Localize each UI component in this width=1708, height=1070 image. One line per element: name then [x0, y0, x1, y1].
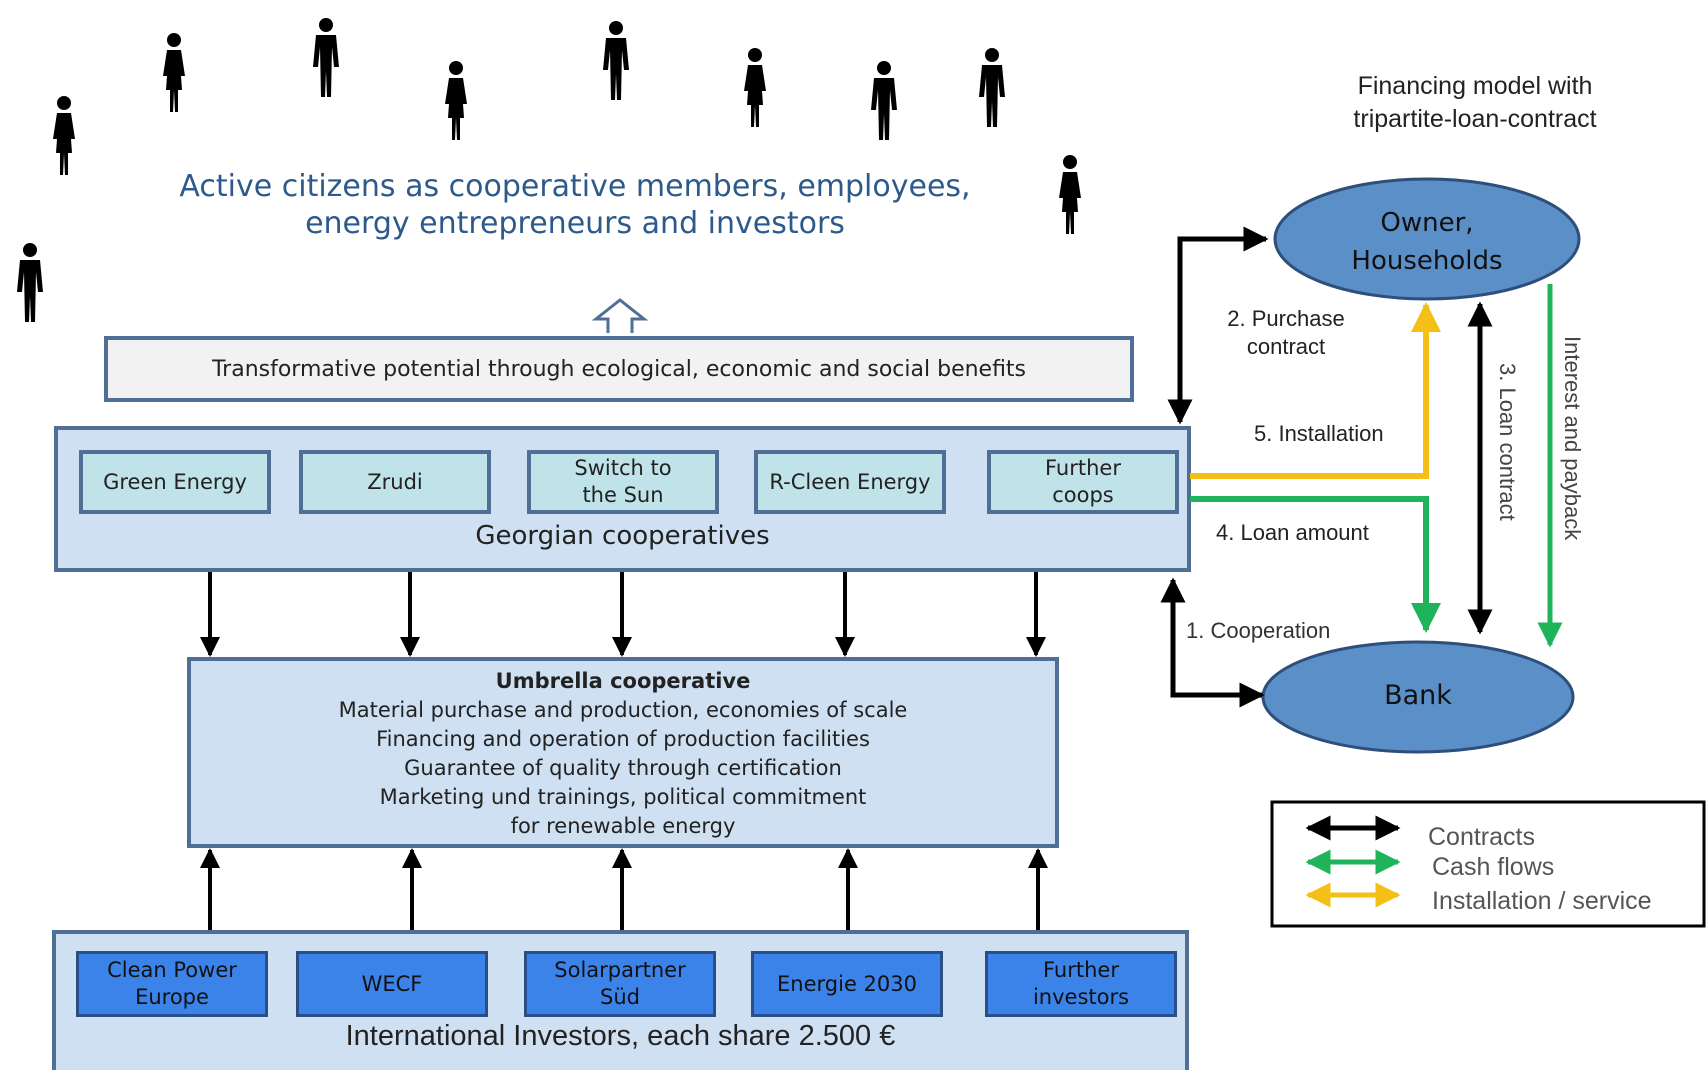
headline: Active citizens as cooperative members, … — [150, 168, 1000, 242]
coop-box-green-energy: Green Energy — [79, 450, 271, 514]
person-icon — [445, 61, 467, 140]
owner-label: Owner, Households — [1275, 204, 1579, 280]
coop-box-further-coops: Further coops — [987, 450, 1179, 514]
person-icon — [313, 18, 339, 97]
investor-name: Energie 2030 — [777, 971, 917, 996]
umbrella-line: Financing and operation of production fa… — [376, 727, 870, 751]
transformative-box: Transformative potential through ecologi… — [104, 336, 1134, 402]
investor-box-wecf: WECF — [296, 951, 488, 1017]
purchase-line1: 2. Purchase — [1227, 306, 1345, 331]
legend-contracts-label: Contracts — [1428, 823, 1535, 851]
umbrella-line: Guarantee of quality through certificati… — [404, 756, 842, 780]
installation-label: 5. Installation — [1254, 421, 1384, 446]
umbrella-line: Marketing und trainings, political commi… — [379, 785, 867, 809]
financing-title: Financing model with tripartite-loan-con… — [1310, 70, 1640, 136]
legend-install-label: Installation / service — [1432, 887, 1652, 915]
coop-box-switch-to-the-sun: Switch to the Sun — [527, 450, 719, 514]
owner-line2: Households — [1351, 246, 1503, 276]
person-icon — [1059, 155, 1081, 234]
cooperation-arrow — [1160, 577, 1265, 708]
coop-box-r-cleen-energy: R-Cleen Energy — [754, 450, 946, 514]
loan-contract-label: 3. Loan contract — [1495, 363, 1520, 521]
umbrella-line: Material purchase and production, econom… — [338, 698, 908, 722]
umbrella-title: Umbrella cooperative — [495, 669, 751, 693]
owner-ellipse — [1273, 177, 1581, 301]
loan-amount-arrow — [1190, 496, 1441, 633]
investor-box-energie-2030: Energie 2030 — [751, 951, 943, 1017]
owner-line1: Owner, — [1380, 208, 1474, 238]
investor-name-line2: investors — [1032, 985, 1130, 1009]
investor-name: Further — [1043, 958, 1119, 982]
coop-name-line2: coops — [1052, 483, 1114, 507]
coop-name: Switch to — [574, 456, 672, 480]
purchase-line2: contract — [1246, 334, 1326, 359]
cooperation-label: 1. Cooperation — [1186, 618, 1331, 643]
purchase-contract-arrow — [1167, 226, 1269, 425]
person-icon — [979, 48, 1005, 127]
person-icon — [163, 33, 185, 112]
investor-name: Clean Power — [107, 958, 237, 982]
georgian-label: Georgian cooperatives — [475, 521, 770, 551]
investor-name: WECF — [361, 971, 423, 996]
umbrella-text: Umbrella cooperative Material purchase a… — [189, 667, 1057, 841]
investor-name-line2: Süd — [600, 985, 640, 1009]
up-arrow-icon — [591, 298, 649, 333]
investor-name: Solarpartner — [554, 958, 686, 982]
purchase-contract-label: 2. Purchase contract — [1216, 305, 1356, 361]
headline-line2: energy entrepreneurs and investors — [305, 206, 845, 241]
umbrella-line: for renewable energy — [510, 814, 736, 838]
coop-name: Green Energy — [103, 469, 247, 494]
legend-cash-label: Cash flows — [1432, 853, 1555, 881]
investor-box-further-investors: Further investors — [985, 951, 1177, 1017]
headline-line1: Active citizens as cooperative members, … — [179, 169, 971, 204]
interest-payback-label: Interest and payback — [1560, 336, 1585, 541]
person-icon — [744, 48, 766, 127]
person-icon — [17, 243, 43, 322]
investor-name-line2: Europe — [135, 985, 209, 1009]
coop-name: Zrudi — [367, 469, 423, 494]
bank-label: Bank — [1384, 680, 1452, 711]
financing-title-line1: Financing model with — [1357, 72, 1593, 100]
coop-name-line2: the Sun — [582, 483, 664, 507]
loan-amount-label: 4. Loan amount — [1216, 520, 1369, 545]
financing-title-line2: tripartite-loan-contract — [1353, 105, 1597, 133]
transformative-text: Transformative potential through ecologi… — [211, 356, 1027, 382]
coop-name: R-Cleen Energy — [769, 469, 931, 494]
coop-name: Further — [1045, 456, 1121, 480]
installation-arrow — [1190, 302, 1441, 479]
investors-label: International Investors, each share 2.50… — [345, 1020, 896, 1052]
umbrella-panel — [187, 657, 1059, 848]
person-icon — [603, 21, 629, 100]
coop-box-zrudi: Zrudi — [299, 450, 491, 514]
person-icon — [53, 96, 75, 175]
person-icon — [871, 61, 897, 140]
